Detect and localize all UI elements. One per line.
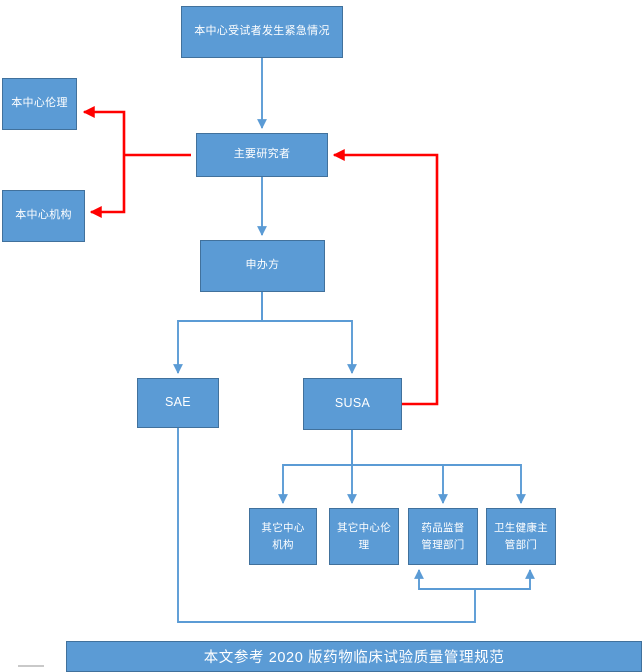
node-other-center-ethics[interactable]: 其它中心伦 理 bbox=[329, 508, 399, 565]
node-other-center-organization-label: 其它中心 机构 bbox=[261, 522, 305, 551]
edge-pi-to-local-ethics bbox=[82, 106, 126, 155]
node-principal-investigator[interactable]: 主要研究者 bbox=[196, 133, 328, 177]
edge-susa-to-pi bbox=[332, 149, 439, 406]
node-local-ethics-label: 本中心伦理 bbox=[11, 97, 68, 110]
node-drug-administration-label: 药品监督 管理部门 bbox=[421, 522, 465, 551]
node-other-center-organization[interactable]: 其它中心 机构 bbox=[249, 508, 317, 565]
reference-caption-text: 本文参考 2020 版药物临床试验质量管理规范 bbox=[203, 650, 505, 666]
node-local-organization-label: 本中心机构 bbox=[15, 209, 72, 222]
edge-susa-to-nmpa bbox=[351, 430, 448, 504]
edge-susa-to-other-org bbox=[278, 430, 353, 504]
edge-sae-to-health-admin bbox=[475, 569, 535, 590]
reference-caption-bar: 本文参考 2020 版药物临床试验质量管理规范 bbox=[66, 641, 642, 672]
node-principal-investigator-label: 主要研究者 bbox=[233, 148, 291, 161]
edge-pi-to-local-org bbox=[89, 155, 126, 218]
corner-rule-mark bbox=[18, 665, 44, 667]
node-susa[interactable]: SUSA bbox=[303, 378, 402, 430]
node-drug-administration[interactable]: 药品监督 管理部门 bbox=[408, 508, 478, 565]
node-sponsor-label: 申办方 bbox=[245, 259, 280, 272]
node-sae[interactable]: SAE bbox=[137, 378, 219, 428]
node-health-authority-label: 卫生健康主 管部门 bbox=[494, 522, 548, 551]
node-health-authority[interactable]: 卫生健康主 管部门 bbox=[486, 508, 556, 565]
edge-sponsor-to-sae bbox=[173, 292, 263, 374]
edge-susa-to-health-admin bbox=[351, 430, 526, 504]
node-local-organization[interactable]: 本中心机构 bbox=[2, 190, 85, 242]
node-susa-label: SUSA bbox=[334, 396, 371, 411]
node-sponsor[interactable]: 申办方 bbox=[200, 240, 325, 292]
node-other-center-ethics-label: 其它中心伦 理 bbox=[337, 522, 391, 551]
node-sae-label: SAE bbox=[165, 395, 191, 410]
edge-sponsor-to-susa bbox=[261, 292, 357, 374]
node-local-ethics[interactable]: 本中心伦理 bbox=[2, 78, 77, 130]
node-emergency-label: 本中心受试者发生紧急情况 bbox=[194, 25, 330, 38]
edge-sae-to-nmpa bbox=[414, 569, 475, 590]
node-emergency[interactable]: 本中心受试者发生紧急情况 bbox=[181, 6, 343, 58]
